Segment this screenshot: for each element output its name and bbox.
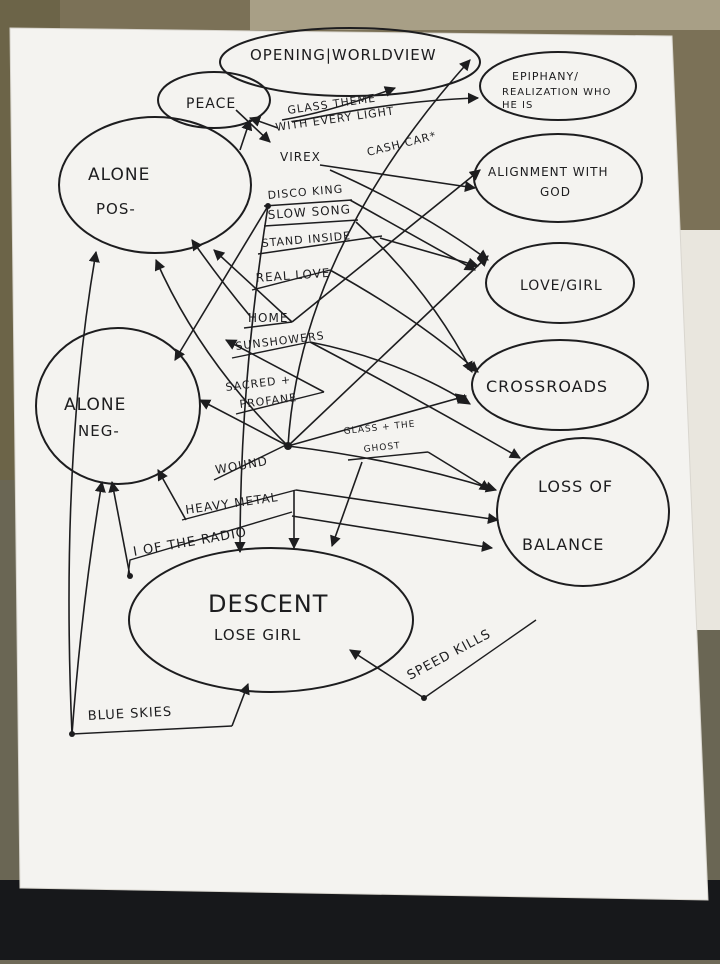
edge-blue-skies-alone-neg <box>71 480 106 735</box>
edge-disco-king-love <box>349 199 476 271</box>
song-glass-ghost-2: GHOST <box>363 441 401 455</box>
edge-wound-alone-neg <box>199 399 289 447</box>
edge-heavy-metal-loss <box>295 489 500 525</box>
node-peace <box>157 71 271 129</box>
edge-sunshowers-crossroads <box>309 341 471 405</box>
edge-glass-theme-opening <box>281 86 397 121</box>
edge-glass-theme-epiphany <box>291 92 480 123</box>
edge-blue-skies-alone-pos <box>68 250 100 735</box>
underline-wound <box>213 443 289 481</box>
node-label-crossroads: CROSSROADS <box>486 377 608 396</box>
edge-peace-glass-theme <box>235 109 271 143</box>
node-label-love-girl: LOVE/GIRL <box>520 278 603 294</box>
edge-blue-skies-descent <box>231 682 250 727</box>
node-descent <box>128 547 414 693</box>
edge-disco-king-alone-neg <box>174 205 269 361</box>
underline-glass-ghost <box>347 451 429 461</box>
edge-virex-love <box>329 169 489 261</box>
edge-glass-ghost-loss <box>427 451 491 491</box>
node-label-descent-1: DESCENT <box>208 590 328 618</box>
node-label-alone-neg-1: ALONE <box>64 395 126 415</box>
edge-wound-love <box>287 255 489 447</box>
underline-blue-skies <box>71 725 233 735</box>
edge-home-alone-pos <box>213 249 293 323</box>
song-blue-skies: BLUE SKIES <box>87 705 172 724</box>
edge-wound-crossroads <box>287 393 468 447</box>
underline-stand-inside <box>257 235 383 255</box>
edge-disco-king-descent <box>234 205 269 554</box>
node-label-epiphany-2: REALIZATION WHO <box>502 87 611 98</box>
edge-glass-theme-peace <box>248 116 279 129</box>
underline-slow-song <box>263 219 359 227</box>
edge-wound-loss <box>287 445 498 493</box>
node-epiphany <box>479 51 637 121</box>
paper-sheet <box>9 27 709 901</box>
edge-wound-epiphany <box>287 59 471 447</box>
node-label-epiphany-3: HE IS <box>502 100 533 111</box>
song-real-love: REAL LOVE <box>255 266 331 285</box>
edge-radio-loss <box>291 515 494 552</box>
edge-sacred-alone-neg <box>225 339 325 393</box>
underline-disco-king <box>263 199 353 207</box>
node-label-descent-2: LOSE GIRL <box>214 626 301 644</box>
node-label-alone-neg-2: NEG- <box>78 422 120 440</box>
artwork-top <box>250 0 720 30</box>
edge-real-love-crossroads <box>329 269 479 373</box>
node-opening <box>219 27 481 97</box>
node-label-loss-1: LOSS OF <box>538 477 613 496</box>
node-loss-of-balance <box>496 437 670 587</box>
node-label-peace: PEACE <box>186 96 236 112</box>
node-label-alone-pos-1: ALONE <box>88 165 150 185</box>
node-label-opening: OPENING|WORLDVIEW <box>250 46 437 64</box>
edge-speed-kills-descent <box>349 649 425 699</box>
edge-home-alignment <box>291 169 481 323</box>
underline-sacred-profane <box>235 391 325 415</box>
underline-sunshowers <box>231 341 311 359</box>
node-label-alone-pos-2: POS- <box>96 200 136 218</box>
underline-heavy-metal <box>181 489 297 521</box>
node-label-epiphany-1: EPIPHANY/ <box>512 70 579 83</box>
edge-glass-ghost-descent <box>330 461 363 548</box>
node-label-alignment-1: ALIGNMENT WITH <box>488 165 609 179</box>
edge-sunshowers-loss <box>309 341 521 459</box>
node-crossroads <box>471 339 649 431</box>
song-home: HOME <box>248 311 288 325</box>
node-label-loss-2: BALANCE <box>522 535 604 554</box>
edge-radio-alone-neg <box>108 480 131 577</box>
node-love-girl <box>485 242 635 324</box>
edge-slow-song-crossroads <box>355 221 473 373</box>
song-virex: VIREX <box>280 150 321 164</box>
edge-stand-inside-love <box>379 237 480 269</box>
node-label-alignment-2: GOD <box>540 185 571 199</box>
underline-real-love <box>251 269 331 291</box>
edge-home-alone-pos-2 <box>191 239 251 317</box>
node-alone-pos <box>58 116 252 254</box>
underline-speed-kills <box>423 619 537 699</box>
edge-wound-alone-pos <box>154 258 289 447</box>
edge-peace-virex <box>239 118 253 151</box>
edge-heavy-metal-alone-neg <box>157 469 187 521</box>
edge-virex-alignment <box>319 164 477 193</box>
song-slow-song: SLOW SONG <box>267 202 351 222</box>
